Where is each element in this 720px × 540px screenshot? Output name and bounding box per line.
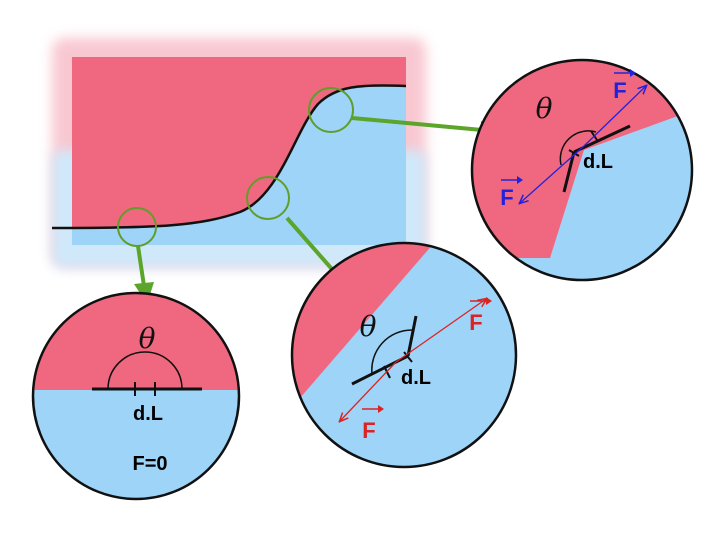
- fluid-container: [52, 38, 426, 268]
- zoom2-force-upper-label: F: [469, 310, 482, 335]
- zoom3-dl-label: d.L: [583, 151, 613, 173]
- zoom1-dl-label: d.L: [133, 403, 163, 425]
- zoom1-theta-label: θ: [139, 322, 156, 355]
- zoom-circle-curve: θ d.L F F: [460, 40, 710, 290]
- zoom3-force-upper-label: F: [613, 78, 626, 103]
- zoom3-theta-label: θ: [536, 92, 553, 125]
- zoom-circle-flat: θ d.L F=0: [30, 290, 250, 510]
- zoom1-force-zero-label: F=0: [132, 453, 167, 475]
- zoom2-theta-label: θ: [360, 310, 377, 343]
- zoom2-force-lower-label: F: [362, 418, 375, 443]
- zoom3-force-lower-label: F: [500, 185, 513, 210]
- zoom2-dl-label: d.L: [401, 367, 431, 389]
